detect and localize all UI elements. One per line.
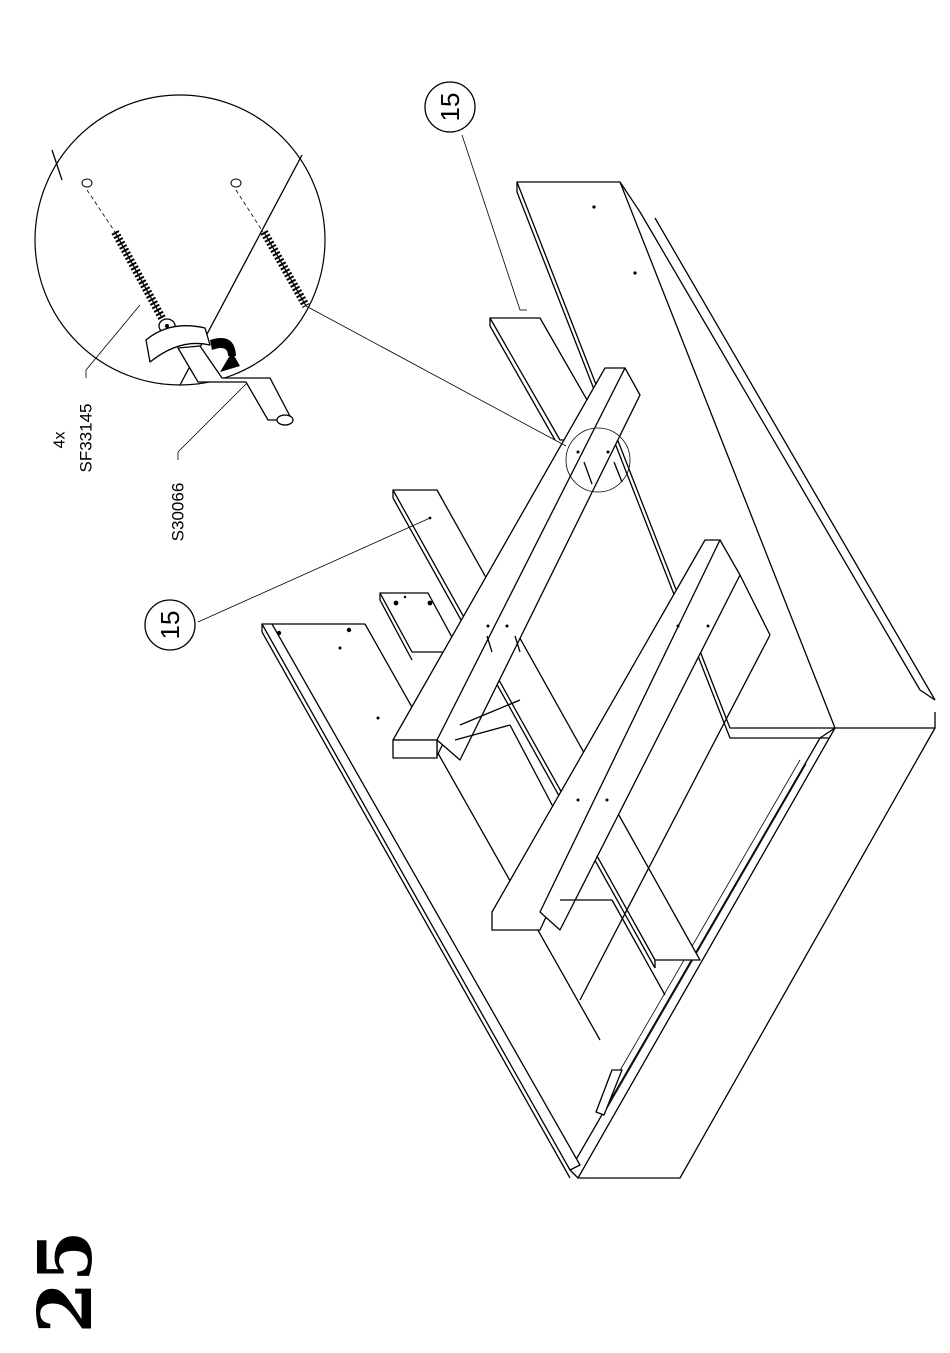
- screw-code: SF33145: [77, 404, 96, 473]
- detail-magnifier: [35, 95, 325, 425]
- screw-hole: [231, 179, 241, 187]
- part-callout-15-top: 15: [425, 82, 475, 132]
- step-number: 25: [23, 1231, 109, 1334]
- part-callout-15-left: 15: [145, 600, 195, 650]
- screw-hole: [82, 179, 92, 187]
- tool-code: S30066: [169, 483, 188, 542]
- bed-frame: [262, 182, 935, 1178]
- screw-quantity: 4x: [52, 432, 69, 449]
- part-callout-label: 15: [155, 611, 185, 640]
- part-callout-label: 15: [435, 93, 465, 122]
